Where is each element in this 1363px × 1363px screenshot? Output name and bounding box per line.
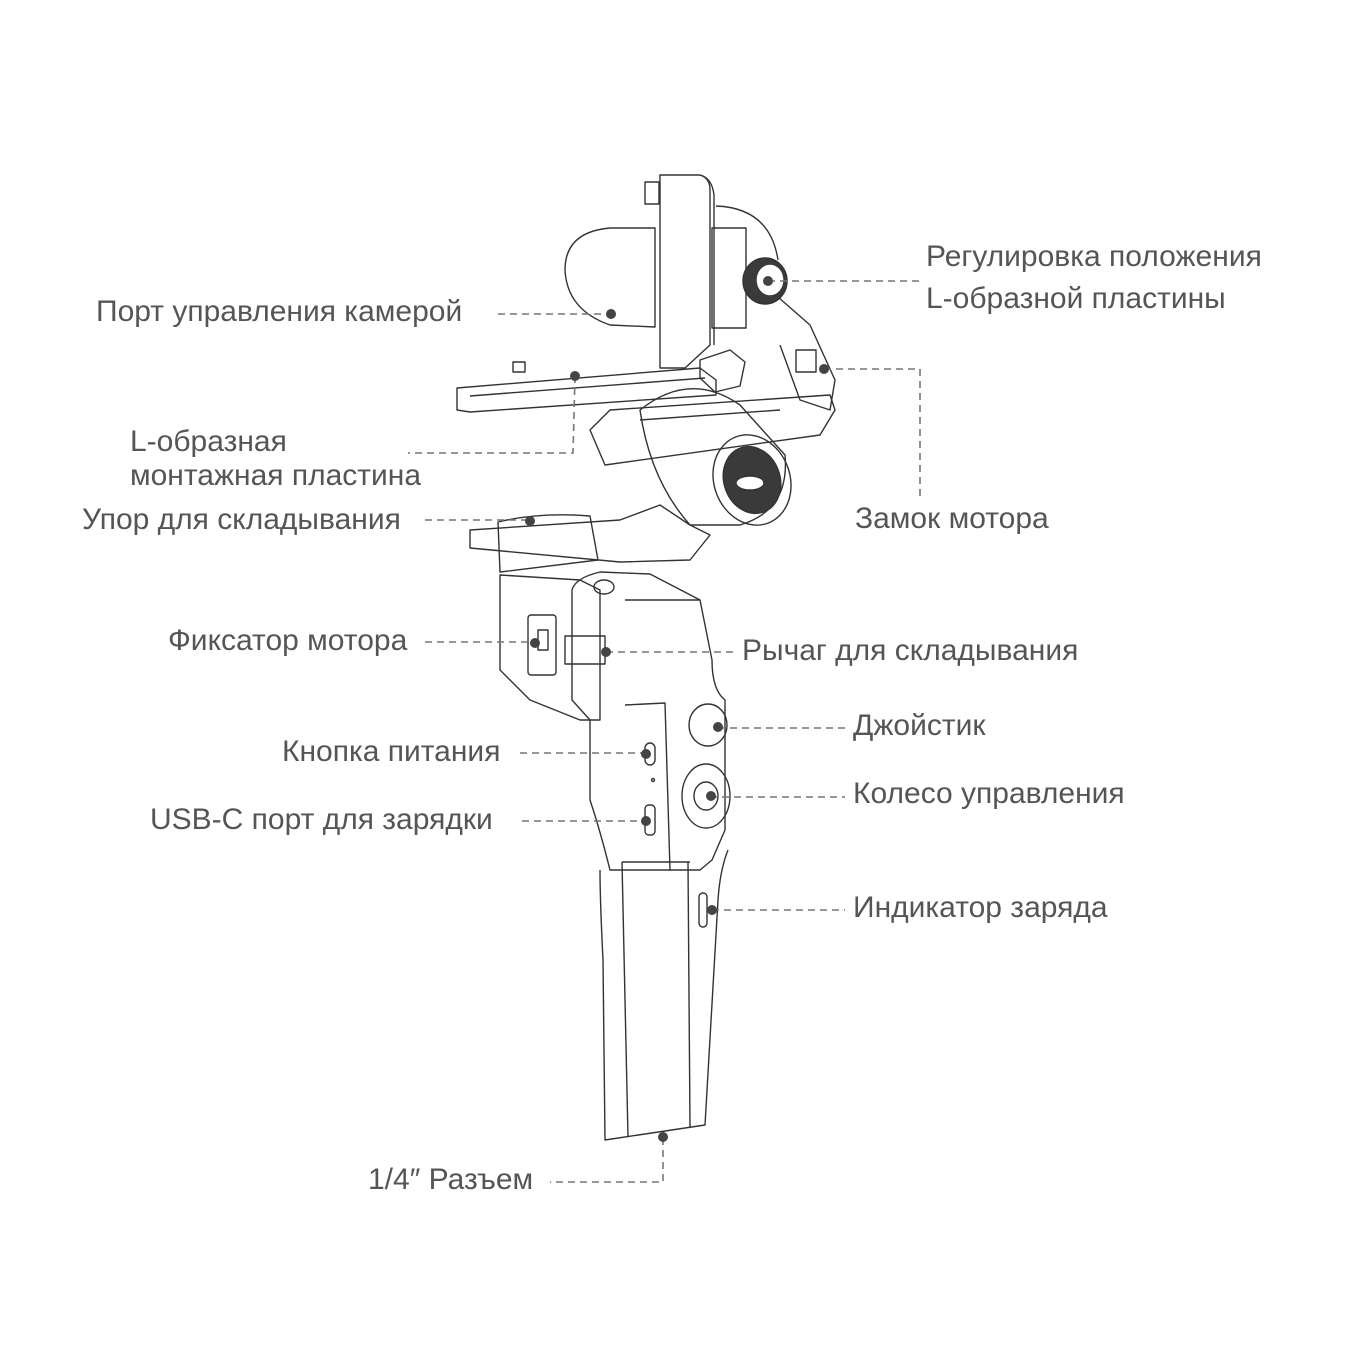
motor-lock-switch (795, 349, 817, 373)
dot-motor-latch (530, 638, 540, 648)
handle-top (571, 571, 726, 871)
label-text-line-1: L-образная (130, 425, 287, 458)
dot-motor-lock (819, 364, 829, 374)
label-text: Замок мотора (855, 502, 1049, 535)
dot-folding-lever (601, 647, 611, 657)
label-text-line-2: монтажная пластина (130, 459, 422, 492)
label-text-line-1: Регулировка положения (926, 240, 1262, 273)
label-usb-c-port: USB-C порт для зарядки (150, 803, 493, 837)
folding-lever-body (564, 635, 606, 665)
tilt-disc-outline (715, 205, 779, 261)
dot-quarter-inch-mount (658, 1132, 668, 1142)
dot-control-wheel (706, 791, 716, 801)
tilt-motor-logo (735, 475, 765, 491)
handle-grip (599, 849, 729, 1141)
control-wheel-inner (693, 781, 719, 811)
dot-power-button (641, 749, 651, 759)
leader-quarter-inch-mount (550, 1138, 664, 1183)
grip-inner-right (687, 861, 691, 1128)
motor-latch-panel (527, 614, 557, 676)
label-control-wheel: Колесо управления (853, 777, 1125, 811)
label-power-button: Кнопка питания (282, 735, 500, 769)
callout-dots (525, 276, 829, 1142)
dot-l-mounting-plate (570, 371, 580, 381)
l-plate-tab (644, 181, 660, 205)
pan-arm-slot (639, 409, 781, 421)
motor-latch-slider (537, 629, 549, 651)
control-wheel-outer (681, 763, 731, 829)
dot-camera-control-port (606, 309, 616, 319)
l-plate-vertical (659, 174, 711, 369)
grip-inner-left (621, 861, 629, 1138)
label-text: Индикатор заряда (853, 891, 1108, 924)
label-l-mounting-plate: L-образная монтажная пластина (130, 425, 421, 493)
label-text: Кнопка питания (282, 735, 501, 768)
label-text: Фиксатор мотора (168, 624, 408, 657)
charge-indicator-shape (698, 892, 708, 928)
label-motor-lock: Замок мотора (855, 502, 1049, 536)
lower-arm (469, 504, 711, 563)
label-text: Колесо управления (853, 777, 1125, 810)
dot-l-plate-adjust (763, 276, 773, 286)
label-motor-latch: Фиксатор мотора (168, 624, 407, 658)
label-joystick: Джойстик (853, 709, 985, 743)
label-text-line-2: L-образной пластины (926, 282, 1226, 315)
label-text: Порт управления камерой (96, 295, 463, 328)
leader-motor-lock (824, 368, 921, 500)
label-text: Упор для складывания (82, 503, 401, 536)
label-l-plate-adjust: Регулировка положения L-образной пластин… (926, 240, 1262, 316)
handle-top-hole (593, 579, 615, 595)
pan-motor-housing (499, 574, 601, 721)
label-text: 1/4″ Разъем (368, 1163, 534, 1196)
label-camera-control-port: Порт управления камерой (96, 295, 462, 329)
dot-joystick (713, 722, 723, 732)
mounting-screw (512, 361, 526, 373)
label-quarter-inch-mount: 1/4″ Разъем (368, 1163, 533, 1197)
tilt-motor-face (712, 434, 792, 526)
plate-knob (699, 349, 746, 393)
dot-folding-stop (525, 516, 535, 526)
status-led (650, 777, 656, 783)
folding-stop-block (497, 514, 599, 573)
side-panel (624, 702, 671, 871)
l-plate-vertical-edge (699, 174, 715, 345)
l-plate-slot (469, 377, 706, 397)
dot-charge-indicator (707, 905, 717, 915)
label-charge-indicator: Индикатор заряда (853, 891, 1108, 925)
leader-lines (408, 280, 921, 1183)
label-text: Рычаг для складывания (742, 634, 1079, 667)
gimbal-line-art (456, 174, 836, 1141)
dot-usb-c-port (641, 816, 651, 826)
label-folding-lever: Рычаг для складывания (742, 634, 1078, 668)
roll-motor-housing (564, 227, 656, 328)
tilt-arm (769, 289, 836, 411)
joystick-shape (688, 703, 728, 747)
pan-arm (589, 394, 836, 466)
label-folding-stop: Упор для складывания (82, 503, 401, 537)
label-text: USB-C порт для зарядки (150, 803, 493, 836)
leader-l-mounting-plate (408, 375, 576, 454)
side-bracket (711, 227, 747, 329)
label-text: Джойстик (853, 709, 986, 742)
